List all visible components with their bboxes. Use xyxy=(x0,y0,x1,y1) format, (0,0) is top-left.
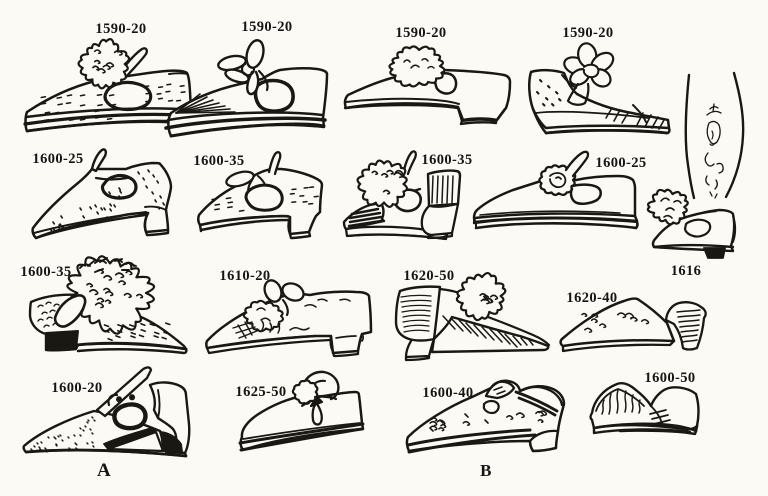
svg-text:1620-50: 1620-50 xyxy=(403,268,454,284)
svg-text:A: A xyxy=(97,460,111,481)
svg-text:1625-50: 1625-50 xyxy=(235,384,286,400)
svg-text:1590-20: 1590-20 xyxy=(241,19,292,35)
svg-text:1600-25: 1600-25 xyxy=(32,151,83,167)
svg-text:1620-40: 1620-40 xyxy=(566,290,617,306)
svg-text:1600-35: 1600-35 xyxy=(20,264,71,280)
svg-text:1600-25: 1600-25 xyxy=(595,155,646,171)
svg-text:1590-20: 1590-20 xyxy=(562,25,613,41)
svg-text:B: B xyxy=(480,461,492,480)
svg-text:1610-20: 1610-20 xyxy=(219,268,270,284)
svg-text:1600-35: 1600-35 xyxy=(193,153,244,169)
svg-text:1600-50: 1600-50 xyxy=(644,370,695,386)
svg-text:1600-40: 1600-40 xyxy=(422,385,473,401)
svg-text:1600-35: 1600-35 xyxy=(421,152,472,168)
svg-text:1600-20: 1600-20 xyxy=(51,380,102,396)
svg-text:1616: 1616 xyxy=(671,263,702,279)
svg-text:1590-20: 1590-20 xyxy=(95,21,146,37)
svg-text:1590-20: 1590-20 xyxy=(395,25,446,41)
